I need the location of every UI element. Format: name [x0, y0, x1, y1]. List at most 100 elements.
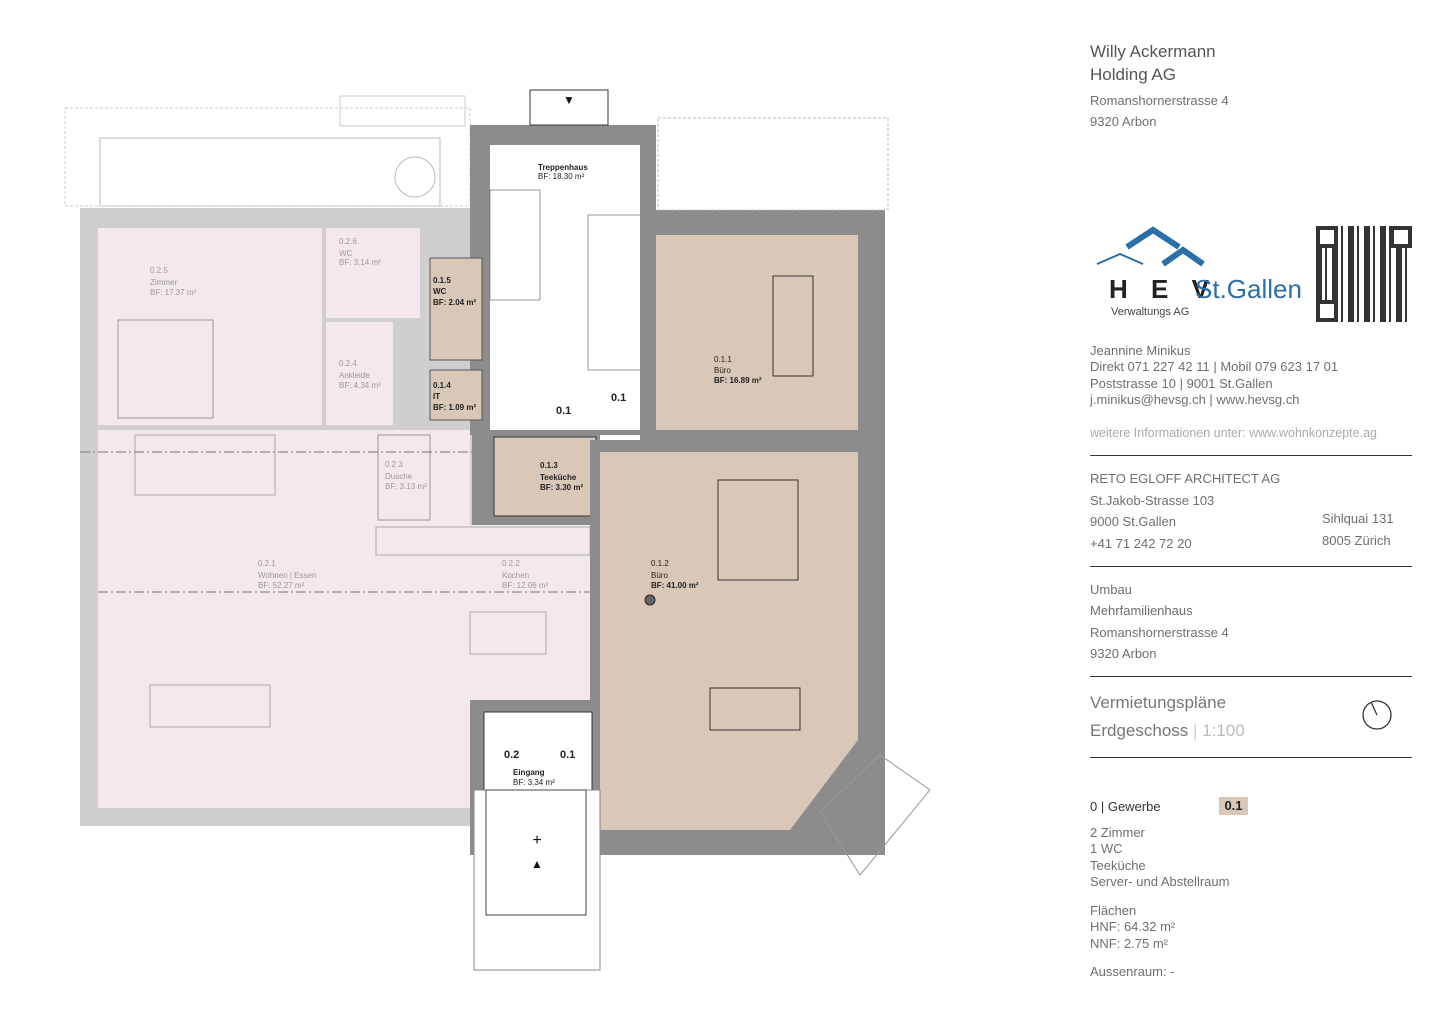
hev-logo: H E V St.Gallen Verwaltungs AG: [1095, 222, 1305, 322]
room-0-1-3: [493, 436, 597, 517]
svg-text:0.1.4: 0.1.4: [433, 381, 451, 390]
unit-tag: 0.1: [1219, 797, 1248, 815]
svg-text:0.2.3: 0.2.3: [385, 460, 403, 469]
owner-street: Romanshornerstrasse 4: [1090, 93, 1229, 108]
svg-text:0.1.3: 0.1.3: [540, 461, 558, 470]
svg-text:BF: 17.37 m²: BF: 17.37 m²: [150, 288, 197, 297]
owner-city: 9320 Arbon: [1090, 114, 1157, 129]
room-label: 0.1.4IT BF: 1.09 m²: [433, 381, 476, 412]
unit-marker: 0.1: [556, 405, 571, 417]
divider: [1090, 455, 1412, 456]
svg-text:Büro: Büro: [714, 366, 731, 375]
svg-text:WC: WC: [433, 287, 447, 296]
svg-text:Ankleide: Ankleide: [339, 371, 370, 380]
svg-text:BF: 16.89 m²: BF: 16.89 m²: [714, 376, 762, 385]
project-building: Mehrfamilienhaus: [1090, 603, 1193, 618]
contact-web[interactable]: j.minikus@hevsg.ch | www.hevsg.ch: [1090, 392, 1300, 407]
svg-text:Büro: Büro: [651, 571, 668, 580]
unit-0-1: [590, 117, 931, 876]
unit-marker: 0.1: [611, 392, 626, 404]
project-city: 9320 Arbon: [1090, 646, 1157, 661]
svg-text:0.1.2: 0.1.2: [651, 559, 669, 568]
feature-item: Teeküche: [1090, 858, 1146, 873]
areas-title: Flächen: [1090, 903, 1137, 918]
svg-text:BF: 12.06 m²: BF: 12.06 m²: [502, 581, 549, 590]
branch-city: 8005 Zürich: [1322, 533, 1391, 548]
contact-name: Jeannine Minikus: [1090, 343, 1191, 358]
svg-text:0.2.6: 0.2.6: [339, 237, 357, 246]
arrow-up-icon: ▲: [531, 857, 543, 871]
owner-name-2: Holding AG: [1090, 65, 1176, 84]
architect-street: St.Jakob-Strasse 103: [1090, 493, 1215, 508]
north-arrow-icon: [1362, 700, 1392, 730]
area-nnf: NNF: 2.75 m²: [1090, 936, 1169, 951]
logo-text: H E V: [1109, 274, 1217, 304]
outdoor-area: Aussenraum: -: [1090, 964, 1175, 979]
svg-text:0.2.5: 0.2.5: [150, 266, 168, 275]
divider: [1090, 757, 1412, 758]
sheet-title: Vermietungspläne: [1090, 693, 1227, 712]
svg-text:Kochen: Kochen: [502, 571, 529, 580]
svg-text:Dusche: Dusche: [385, 472, 413, 481]
svg-text:BF: 4.34 m²: BF: 4.34 m²: [339, 381, 381, 390]
architect-name: RETO EGLOFF ARCHITECT AG: [1090, 471, 1281, 486]
svg-text:BF: 3.14 m²: BF: 3.14 m²: [339, 258, 381, 267]
branch-street: Sihlquai 131: [1322, 511, 1394, 526]
logo-sub: Verwaltungs AG: [1111, 306, 1190, 318]
contact-address: Poststrasse 10 | 9001 St.Gallen: [1090, 376, 1273, 391]
svg-text:Eingang: Eingang: [513, 768, 545, 777]
svg-text:0.2.1: 0.2.1: [258, 559, 276, 568]
svg-text:BF: 52.27 m²: BF: 52.27 m²: [258, 581, 305, 590]
project-type: Umbau: [1090, 582, 1132, 597]
svg-text:BF: 3.30 m²: BF: 3.30 m²: [540, 483, 583, 492]
svg-text:0.1.1: 0.1.1: [714, 355, 732, 364]
architect-phone: +41 71 242 72 20: [1090, 536, 1192, 551]
plus-marker-icon: +: [532, 832, 541, 849]
svg-text:BF: 1.09 m²: BF: 1.09 m²: [433, 403, 476, 412]
qr-code[interactable]: [1316, 226, 1412, 322]
svg-text:Treppenhaus: Treppenhaus: [538, 163, 588, 172]
room-0-1-5: [429, 257, 483, 361]
svg-text:Zimmer: Zimmer: [150, 278, 177, 287]
project-street: Romanshornerstrasse 4: [1090, 625, 1229, 640]
svg-text:IT: IT: [433, 392, 440, 401]
divider: [1090, 676, 1412, 677]
owner-name: Willy Ackermann: [1090, 42, 1216, 61]
svg-text:BF: 41.00 m²: BF: 41.00 m²: [651, 581, 699, 590]
room-0-1-4: [429, 369, 483, 421]
sheet-scale: 1:100: [1202, 721, 1245, 740]
unit-marker: 0.1: [560, 749, 575, 761]
architect-city: 9000 St.Gallen: [1090, 514, 1177, 529]
feature-item: 1 WC: [1090, 841, 1123, 856]
svg-text:Teeküche: Teeküche: [540, 473, 577, 482]
svg-text:BF: 18.30 m²: BF: 18.30 m²: [538, 172, 585, 181]
svg-text:BF: 3.13 m²: BF: 3.13 m²: [385, 482, 427, 491]
logo-city: St.Gallen: [1195, 274, 1302, 304]
svg-text:WC: WC: [339, 249, 353, 258]
unit-label: 0 | Gewerbe: [1090, 799, 1161, 814]
svg-text:Wohnen | Essen: Wohnen | Essen: [258, 571, 316, 580]
roof-logo-icon: [1096, 226, 1205, 267]
more-info-link[interactable]: weitere Informationen unter: www.wohnkon…: [1090, 426, 1377, 440]
svg-text:BF: 3.34 m²: BF: 3.34 m²: [513, 778, 555, 787]
svg-text:BF: 2.04 m²: BF: 2.04 m²: [433, 298, 476, 307]
stair-core: ▼: [470, 89, 656, 435]
feature-item: 2 Zimmer: [1090, 825, 1145, 840]
unit-0-2: [64, 95, 860, 826]
arrow-down-icon: ▼: [563, 93, 575, 107]
divider: [1090, 566, 1412, 567]
svg-text:0.2.2: 0.2.2: [502, 559, 520, 568]
